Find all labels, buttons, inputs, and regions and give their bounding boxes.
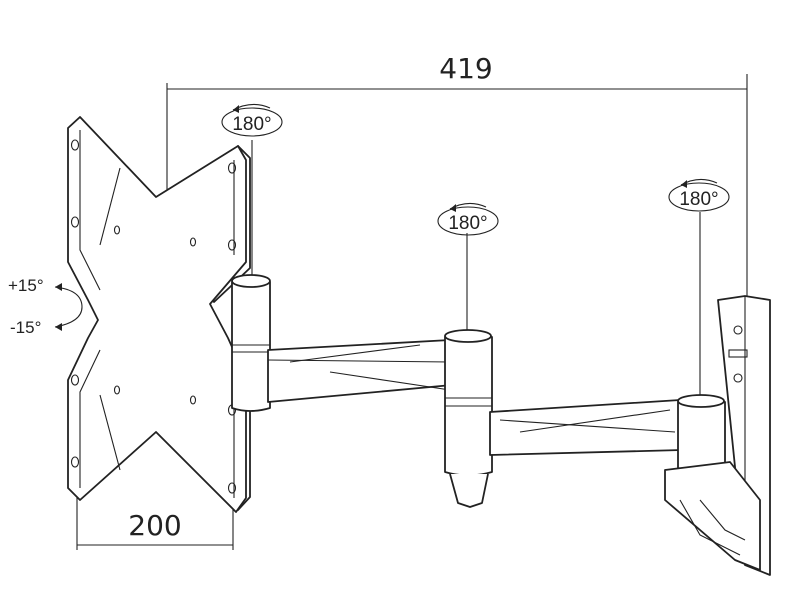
first-arm-ridge	[329, 371, 451, 391]
rotation-label-plate: 180°	[232, 114, 271, 135]
vesa-hole	[70, 456, 80, 468]
rotation-badge-outline	[221, 107, 283, 137]
tilt-arc-icon	[54, 286, 83, 328]
wall-pivot-cylinder	[677, 398, 726, 472]
rotation-badge-wall: 180°	[668, 178, 730, 212]
rotation-arrowhead-icon	[450, 204, 456, 212]
wall-base-block	[664, 461, 761, 571]
middle-pivot-cap	[449, 473, 489, 508]
rotation-label-wall: 180°	[679, 189, 718, 210]
vesa-hole	[227, 239, 237, 251]
wall-base-rib	[699, 499, 746, 541]
vesa-hole	[70, 374, 80, 386]
reach-value: 419	[439, 52, 492, 85]
wall-base-rib	[679, 499, 741, 556]
wall-hole	[733, 373, 743, 383]
rotation-badge-plate: 180°	[221, 103, 283, 137]
vesa-hole	[189, 395, 197, 405]
plate-rib-1	[99, 167, 121, 246]
wall-pivot	[677, 212, 726, 472]
reach-dimension: 419	[166, 52, 748, 300]
second-arm-body	[489, 399, 683, 456]
middle-pivot	[444, 233, 493, 508]
tilt-arrowhead-up-icon	[55, 283, 62, 291]
rotation-badge-outline	[668, 182, 730, 212]
middle-pivot-top	[444, 329, 492, 343]
vesa-hole	[113, 385, 121, 395]
rotation-badge-outline	[437, 206, 499, 236]
plate-face	[67, 116, 247, 513]
vesa-dimension: 200	[76, 480, 234, 550]
wall-bracket	[664, 295, 771, 576]
vesa-plate	[67, 116, 251, 513]
tilt-up-label: +15°	[8, 276, 44, 295]
second-arm	[489, 399, 683, 456]
vesa-hole	[189, 237, 197, 247]
plate-pivot	[231, 140, 271, 412]
vesa-value: 200	[128, 509, 181, 542]
wall-slot	[728, 349, 748, 358]
vesa-hole	[227, 482, 237, 494]
rotation-arrowhead-icon	[233, 105, 239, 113]
plate-rib-2	[99, 394, 121, 471]
wall-pivot-top	[677, 394, 725, 408]
plate-inner-edge-1	[79, 130, 101, 291]
plate-inner-edge-2	[79, 349, 101, 488]
vesa-hole	[227, 162, 237, 174]
first-arm	[267, 339, 453, 403]
tilt-indicator: +15° -15°	[8, 276, 83, 337]
rotation-arrowhead-icon	[681, 180, 687, 188]
first-arm-ridge	[289, 344, 421, 363]
rotation-badge-middle: 180°	[437, 202, 499, 236]
first-arm-ridge	[267, 359, 451, 363]
wall-hole	[733, 325, 743, 335]
second-arm-ridge	[519, 409, 671, 433]
tilt-arrowhead-down-icon	[55, 323, 62, 331]
middle-pivot-cylinder	[444, 332, 493, 477]
plate-pivot-top	[231, 274, 271, 288]
vesa-hole	[70, 139, 80, 151]
tilt-down-label: -15°	[10, 318, 41, 337]
rotation-label-middle: 180°	[448, 213, 487, 234]
vesa-hole	[70, 216, 80, 228]
vesa-hole	[113, 225, 121, 235]
second-arm-ridge	[499, 419, 676, 433]
first-arm-body	[267, 339, 453, 403]
